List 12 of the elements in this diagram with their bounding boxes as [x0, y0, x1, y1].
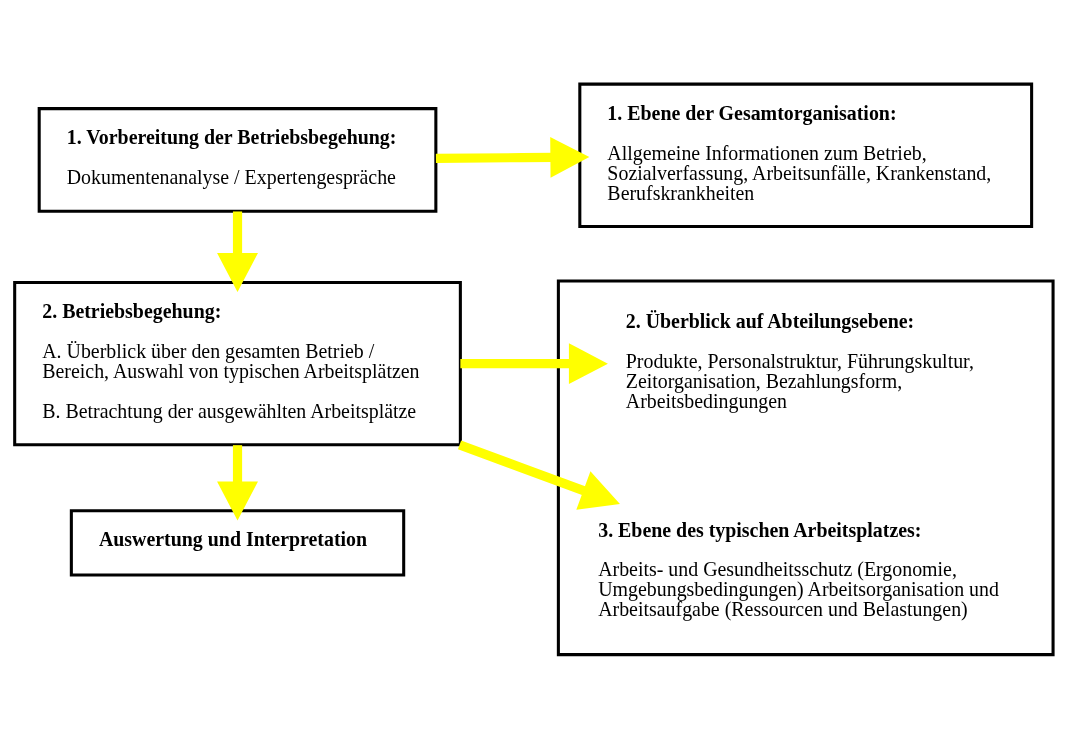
arrow	[458, 440, 620, 510]
arrow	[435, 136, 590, 178]
cluster	[556, 279, 1055, 657]
node-box: 1. Vorbereitung der Betriebsbegehung: Dokumentenanalyse / Expertengespräche	[37, 107, 438, 213]
arrow	[460, 343, 608, 385]
arrow	[217, 211, 258, 292]
node-text: 2. Überblick auf Abteilungsebene: Produkte, Personalstruktur, Führungskultur, Zeitorganisation, Bezahlungsform, Arbeitsbedingungen	[625, 310, 974, 412]
node-text: 3. Ebene des typischen Arbeitsplatzes: Arbeits- und Gesundheitsschutz (Ergonomie, Umgebungsbedingungen) Arbeitsorganisation und Arbeitsaufgabe (Ressourcen und Belastungen)	[598, 518, 999, 621]
arrow	[217, 445, 258, 521]
node-box: Auswertung und Interpretation	[69, 509, 406, 577]
node-box: 2. Betriebsbegehung: A. Überblick über den gesamten Betrieb / Bereich, Auswahl von typischen Arbeitsplätzen B. Betrachtung der ausgewählten Arbeitsplätze	[13, 280, 462, 447]
node-box: 1. Ebene der Gesamtorganisation: Allgemeine Informationen zum Betrieb, Sozialverfassung, Arbeitsunfälle, Krankenstand, Berufskrankheiten	[578, 82, 1034, 229]
